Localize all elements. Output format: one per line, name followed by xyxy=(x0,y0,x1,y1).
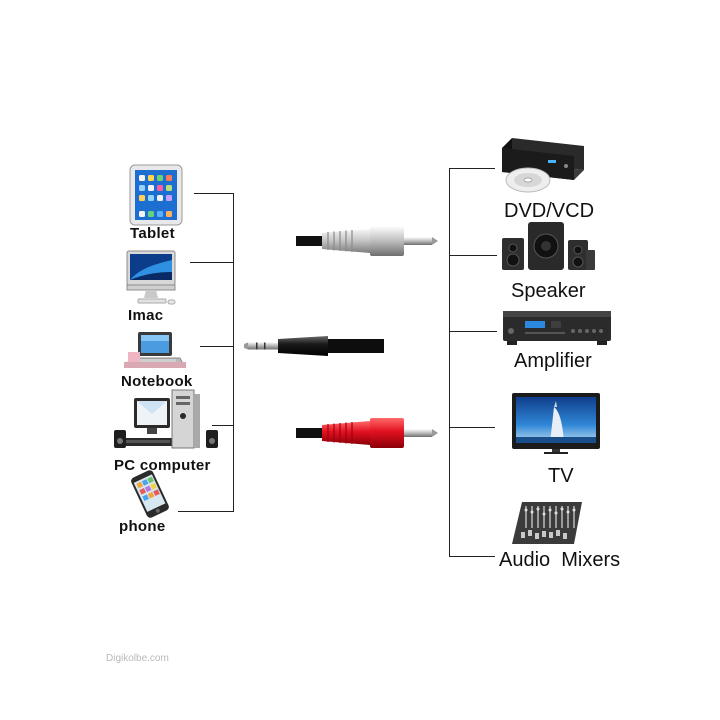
rca-red-plug-icon xyxy=(296,418,438,448)
right-branch-dvd xyxy=(449,168,495,169)
left-branch-tablet xyxy=(194,193,234,194)
right-branch-speaker xyxy=(449,255,497,256)
speaker-icon xyxy=(502,222,595,270)
source-label-phone: phone xyxy=(119,518,166,535)
imac-icon xyxy=(126,250,176,305)
right-branch-tv xyxy=(449,427,495,428)
left-bus-vertical xyxy=(233,193,234,512)
rca-white-plug-icon xyxy=(296,226,438,256)
phone-icon xyxy=(131,470,169,518)
left-branch-notebook xyxy=(200,346,234,347)
source-label-notebook: Notebook xyxy=(121,373,193,390)
source-label-tablet: Tablet xyxy=(130,225,175,242)
destination-label-dvd: DVD/VCD xyxy=(504,200,595,222)
destination-label-speaker: Speaker xyxy=(511,280,586,302)
destination-label-mixer: Audio Mixers xyxy=(499,549,621,571)
audio-mixer-icon xyxy=(512,502,582,544)
source-label-pc-computer: PC computer xyxy=(114,457,211,474)
watermark: Digikolbe.com xyxy=(106,653,169,664)
pc-computer-icon xyxy=(114,389,218,449)
right-branch-amplifier xyxy=(449,331,497,332)
right-branch-mixer xyxy=(449,556,495,557)
left-branch-pc xyxy=(212,425,234,426)
aux-3-5mm-plug-icon xyxy=(244,336,384,356)
destination-label-amplifier: Amplifier xyxy=(514,350,592,372)
destination-label-tv: TV xyxy=(548,465,574,487)
right-bus-vertical xyxy=(449,168,450,556)
left-branch-imac xyxy=(190,262,234,263)
left-branch-phone xyxy=(178,511,234,512)
source-label-imac: Imac xyxy=(128,307,164,324)
tv-icon xyxy=(512,393,600,454)
amplifier-icon xyxy=(503,311,611,345)
notebook-icon xyxy=(124,332,186,368)
tablet-icon xyxy=(129,164,183,226)
dvd-player-icon xyxy=(502,138,584,193)
